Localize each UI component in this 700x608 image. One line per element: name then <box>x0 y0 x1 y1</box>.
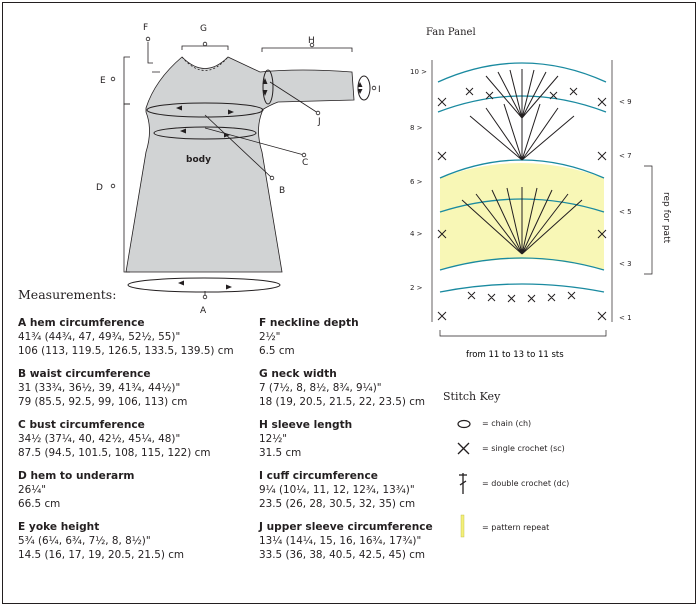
measurement-value: 31 (33¾, 36½, 39, 41¾, 44½)" <box>18 382 181 394</box>
label-j: J <box>317 117 321 127</box>
repeat-label: rep for patt <box>661 192 671 244</box>
measurement-title: I cuff circumference <box>259 470 378 482</box>
double-crochet-icon <box>459 473 467 494</box>
stitch-key-title: Stitch Key <box>443 390 501 403</box>
key-chain-label: = chain (ch) <box>482 419 532 428</box>
measurement-value: 23.5 (26, 28, 30.5, 32, 35) cm <box>259 498 416 510</box>
measurement-value: 12½" <box>259 433 288 445</box>
label-g: G <box>200 24 207 34</box>
measurements-title: Measurements: <box>18 287 117 302</box>
measurement-value: 26¼" <box>18 484 47 496</box>
label-b: B <box>279 186 285 196</box>
bust-oval <box>153 126 257 140</box>
chain-icon <box>457 419 471 429</box>
measurement-block: B waist circumference 31 (33¾, 36½, 39, 4… <box>18 367 248 409</box>
row-8: 8 > <box>410 124 423 132</box>
measurement-value: 87.5 (94.5, 101.5, 108, 115, 122) cm <box>18 447 211 459</box>
fan-panel: Fan Panel <box>410 27 671 360</box>
measurement-block: C bust circumference 34½ (37¼, 40, 42½, 4… <box>18 418 248 460</box>
measurement-title: E yoke height <box>18 521 100 533</box>
measurement-value: 7 (7½, 8, 8½, 8¾, 9¼)" <box>259 382 382 394</box>
measurement-value: 31.5 cm <box>259 447 302 459</box>
cuff-oval <box>357 75 371 101</box>
key-dc-label: = double crochet (dc) <box>482 479 570 488</box>
measurement-block: F neckline depth 2½" 6.5 cm <box>259 316 489 358</box>
measurement-value: 18 (19, 20.5, 21.5, 22, 23.5) cm <box>259 396 426 408</box>
label-c: C <box>302 158 308 168</box>
row-2: 2 > <box>410 284 423 292</box>
measurement-title: A hem circumference <box>18 317 145 329</box>
label-i: I <box>378 85 381 95</box>
stitch-range: from 11 to 13 to 11 sts <box>466 350 564 360</box>
measurement-value: 106 (113, 119.5, 126.5, 133.5, 139.5) cm <box>18 345 234 357</box>
label-h: H <box>308 36 315 46</box>
measurement-title: C bust circumference <box>18 419 145 431</box>
measurement-block: H sleeve length 12½" 31.5 cm <box>259 418 489 460</box>
measurement-title: H sleeve length <box>259 419 353 431</box>
row-1: < 1 <box>619 314 632 322</box>
measurement-value: 13¼ (14¼, 15, 16, 16¾, 17¾)" <box>259 535 422 547</box>
dress-shape <box>125 56 355 273</box>
measurement-value: 66.5 cm <box>18 498 61 510</box>
measurement-value: 41¾ (44¾, 47, 49¾, 52½, 55)" <box>18 331 181 343</box>
measurement-block: A hem circumference 41¾ (44¾, 47, 49¾, 52… <box>18 316 248 358</box>
measurement-title: F neckline depth <box>259 317 359 329</box>
measurement-block: E yoke height 5¾ (6¼, 6¾, 7½, 8, 8½)" 14.5… <box>18 520 248 562</box>
measurement-value: 6.5 cm <box>259 345 295 357</box>
row-10: 10 > <box>410 68 427 76</box>
row-3: < 3 <box>619 260 632 268</box>
measurement-title: D hem to underarm <box>18 470 135 482</box>
fan-panel-title: Fan Panel <box>426 27 476 38</box>
measurement-block: J upper sleeve circumference 13¼ (14¼, 15… <box>259 520 489 562</box>
label-a: A <box>200 306 207 316</box>
pattern-repeat-icon <box>460 514 465 538</box>
measurement-value: 5¾ (6¼, 6¾, 7½, 8, 8½)" <box>18 535 151 547</box>
row-7: < 7 <box>619 152 632 160</box>
label-e: E <box>100 76 106 86</box>
measurement-title: G neck width <box>259 368 337 380</box>
measurement-title: B waist circumference <box>18 368 151 380</box>
label-f: F <box>143 23 148 33</box>
stitch-key-icons <box>457 419 471 538</box>
key-repeat-label: = pattern repeat <box>482 523 550 532</box>
hem-oval <box>127 277 281 293</box>
row-6: 6 > <box>410 178 423 186</box>
garment-schematic: body <box>96 23 381 316</box>
measurement-value: 9¼ (10¼, 11, 12, 12¾, 13¾)" <box>259 484 415 496</box>
measurement-block: D hem to underarm 26¼" 66.5 cm <box>18 469 248 511</box>
row-5: < 5 <box>619 208 632 216</box>
row-4: 4 > <box>410 230 423 238</box>
measurement-title: J upper sleeve circumference <box>259 521 433 533</box>
single-crochet-icon <box>457 442 470 455</box>
upper-sleeve-oval <box>262 69 274 105</box>
measurement-value: 14.5 (16, 17, 19, 20.5, 21.5) cm <box>18 549 185 561</box>
measurement-value: 79 (85.5, 92.5, 99, 106, 113) cm <box>18 396 188 408</box>
measurement-value: 34½ (37¼, 40, 42½, 45¼, 48)" <box>18 433 181 445</box>
measurement-value: 2½" <box>259 331 281 343</box>
measurement-block: G neck width 7 (7½, 8, 8½, 8¾, 9¼)" 18 (19… <box>259 367 489 409</box>
label-d: D <box>96 183 103 193</box>
measurement-value: 33.5 (36, 38, 40.5, 42.5, 45) cm <box>259 549 426 561</box>
neckline <box>181 56 229 71</box>
waist-oval <box>146 102 264 118</box>
measurements-left-column: A hem circumference 41¾ (44¾, 47, 49¾, 52… <box>18 316 248 571</box>
measurement-block: I cuff circumference 9¼ (10¼, 11, 12, 12¾… <box>259 469 489 511</box>
row-9: < 9 <box>619 98 632 106</box>
key-sc-label: = single crochet (sc) <box>482 444 565 453</box>
body-label: body <box>186 155 211 165</box>
measurements-right-column: F neckline depth 2½" 6.5 cm G neck width 7 (… <box>259 316 489 571</box>
